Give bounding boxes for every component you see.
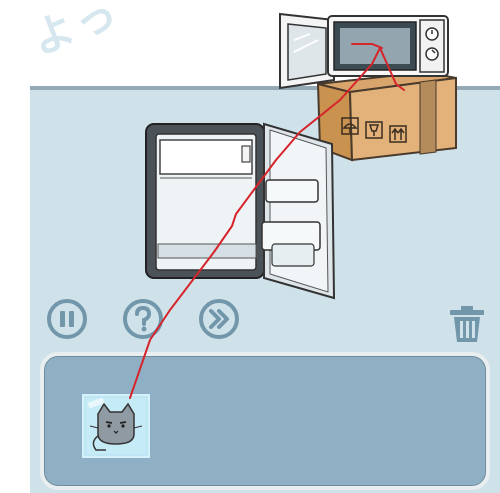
skip-button[interactable]: [198, 298, 240, 340]
hint-button[interactable]: [122, 298, 164, 340]
trash-button[interactable]: [446, 302, 488, 344]
inventory-item-frozen-cat[interactable]: [82, 394, 150, 458]
refrigerator[interactable]: [145, 122, 336, 300]
question-icon: [123, 299, 163, 339]
cat-in-ice-icon: [86, 397, 146, 454]
power-dial-icon[interactable]: [425, 47, 439, 61]
inventory-panel: [40, 352, 490, 490]
trash-icon: [450, 306, 484, 342]
door-shelf-top[interactable]: [265, 179, 319, 203]
pause-button[interactable]: [46, 298, 88, 340]
freezer-compartment[interactable]: [159, 139, 253, 175]
fast-forward-icon: [199, 299, 239, 339]
pause-icon: [47, 299, 87, 339]
microwave[interactable]: [279, 12, 449, 90]
cardboard-box[interactable]: [316, 70, 457, 162]
